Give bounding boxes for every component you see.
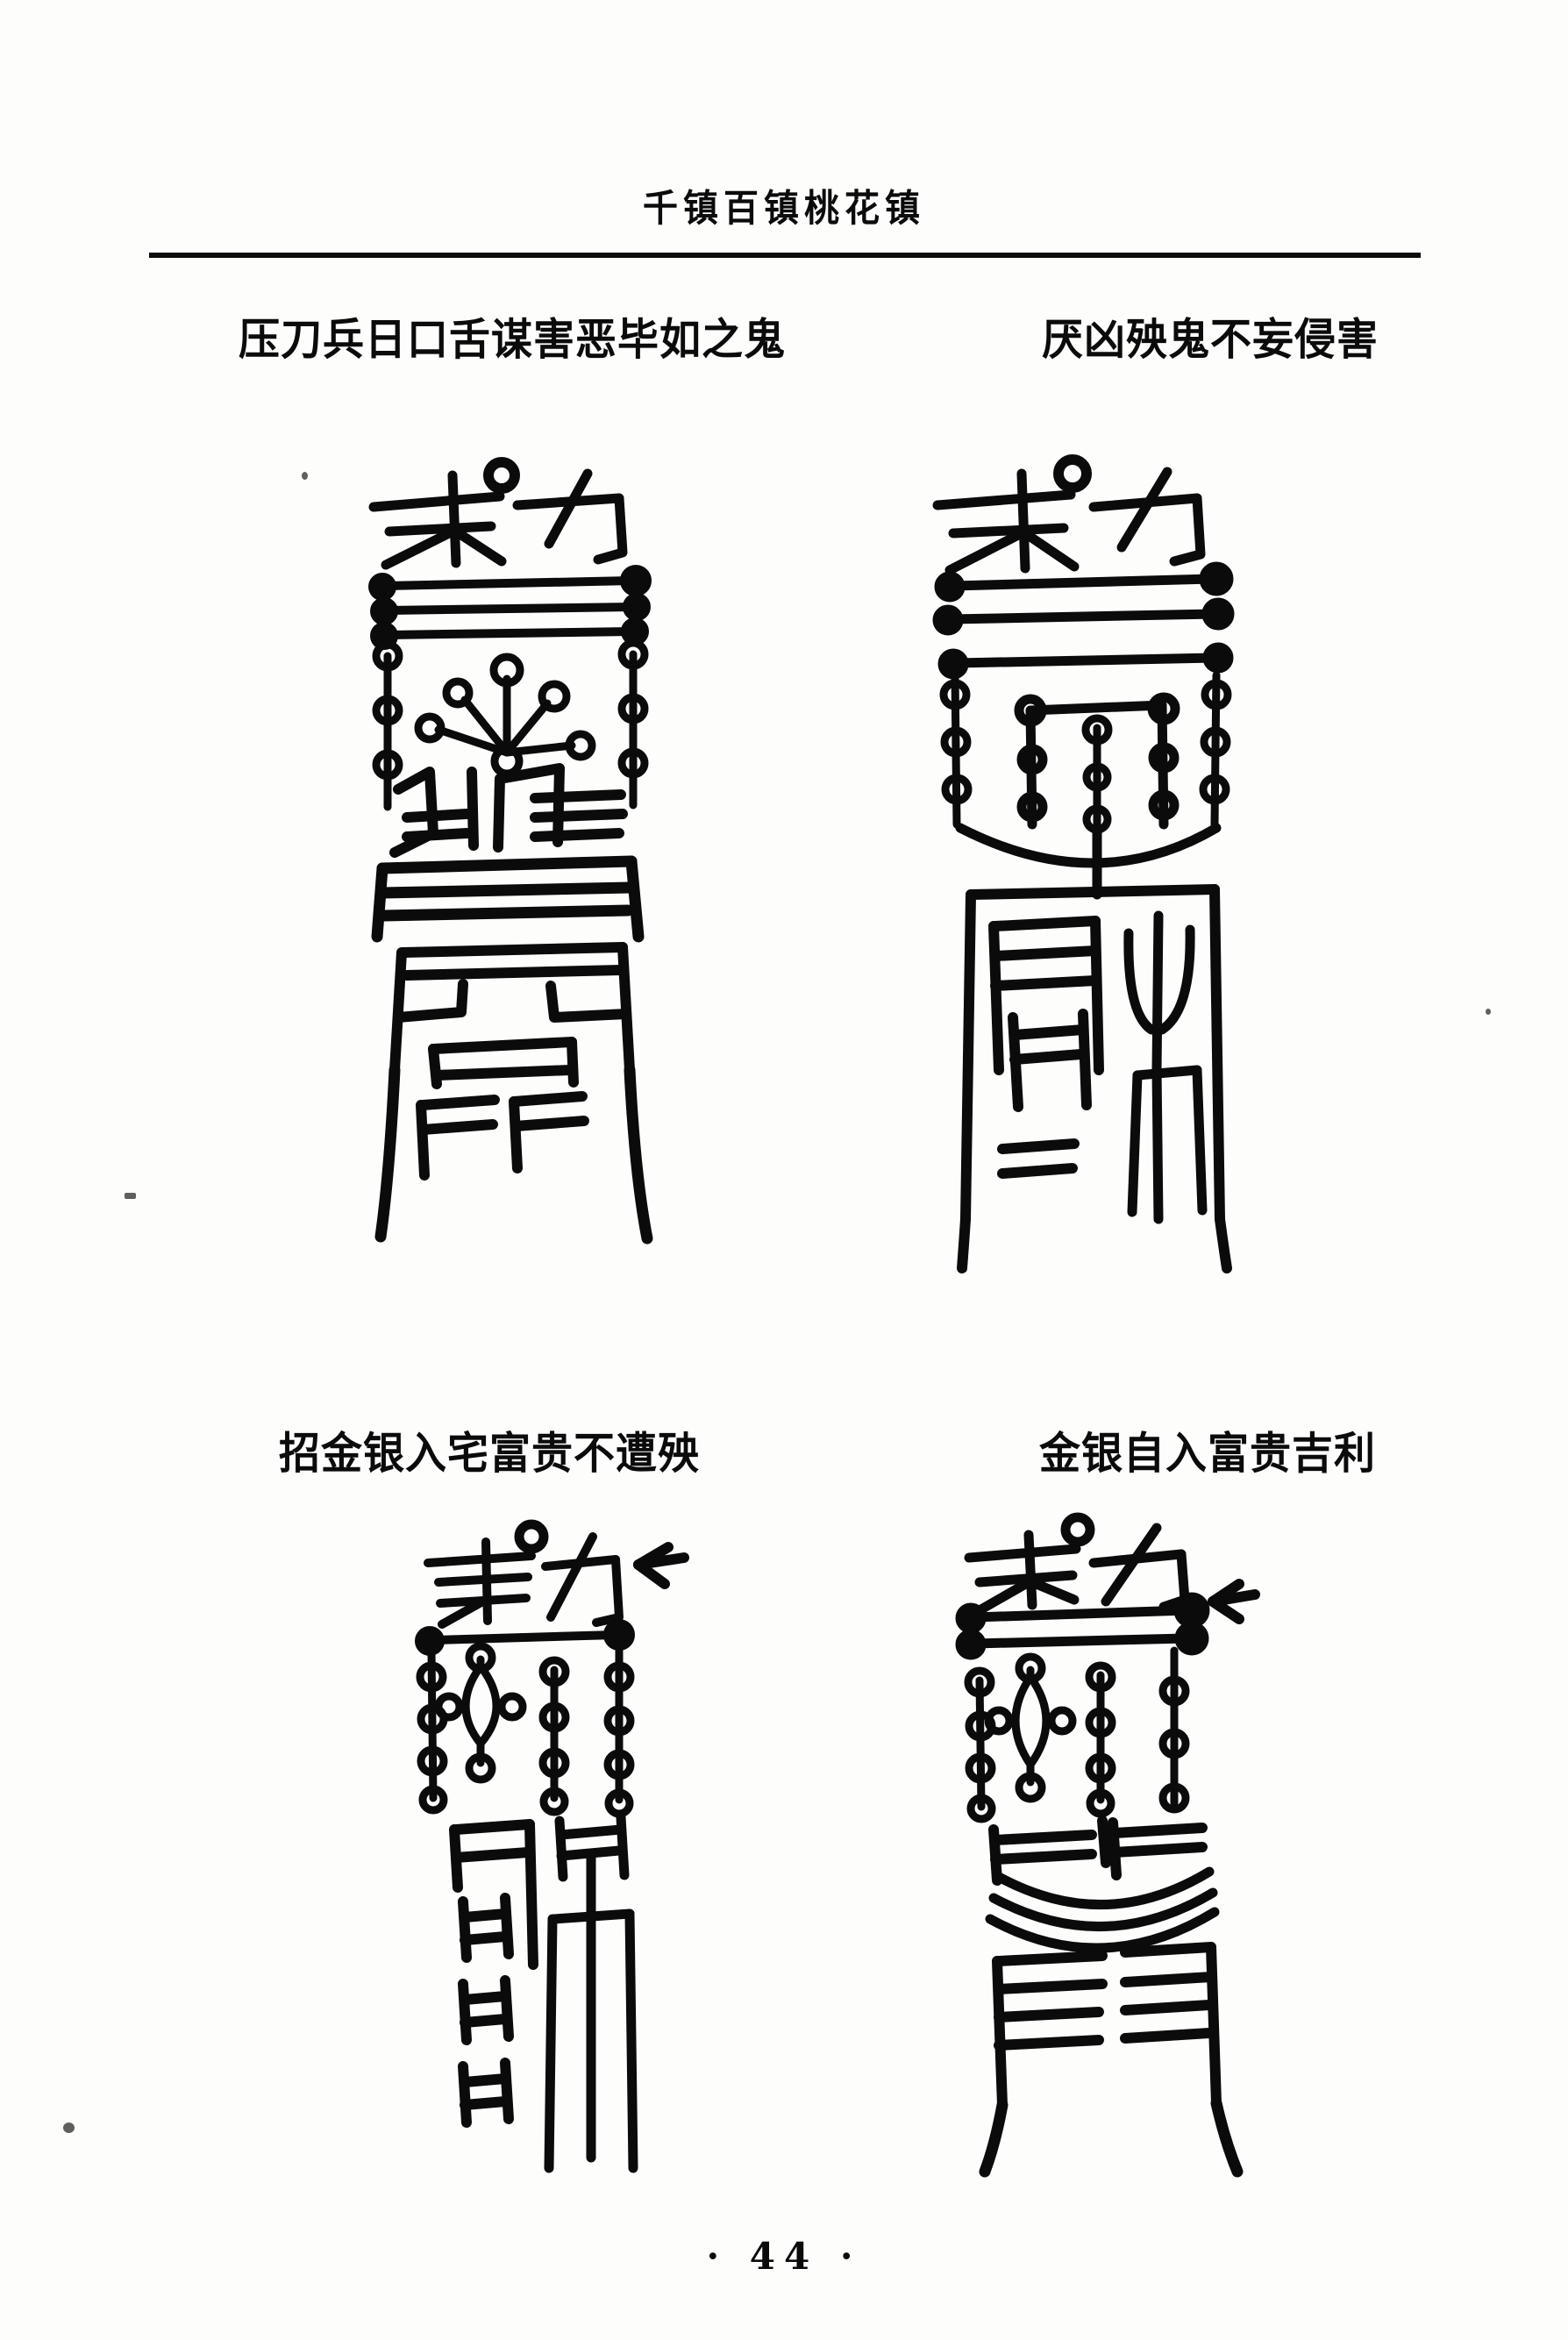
scan-speckle — [1486, 1009, 1491, 1015]
talisman-caption-top-right: 厌凶殃鬼不妄侵害 — [1042, 314, 1379, 366]
talisman-caption-bottom-left: 招金银入宅富贵不遭殃 — [279, 1428, 700, 1480]
splayed-tail-legs — [979, 2097, 1244, 2178]
bead-chain-left — [964, 1666, 996, 1823]
running-header-title: 千镇百镇桃花镇 — [643, 186, 925, 231]
head-crossbars — [955, 1592, 1210, 1660]
talisman-figure-top-left — [368, 456, 666, 1272]
bead-chain-far-right — [1199, 671, 1232, 829]
talisman-figure-top-right — [932, 454, 1250, 1273]
chi-ling-head-icon — [932, 454, 1206, 575]
chi-ling-head-icon — [368, 457, 628, 570]
chi-ling-head-icon — [424, 1519, 624, 1629]
arrow-left-icon — [633, 1542, 689, 1589]
bead-chain-left — [416, 1648, 448, 1815]
mid-bar-glyph — [988, 1816, 1208, 1886]
stacked-H-glyphs — [458, 1893, 514, 2128]
tail-legs — [957, 1214, 1232, 1273]
body-box — [960, 884, 1225, 1224]
talisman-figure-bottom-left — [415, 1509, 710, 2175]
bead-chain-far-left — [939, 671, 973, 829]
scan-speckle — [125, 1193, 136, 1199]
diamond-bead-motif — [984, 1652, 1077, 1803]
talisman-figure-bottom-right — [955, 1509, 1267, 2178]
right-comb-glyph — [1120, 1942, 1222, 2108]
diamond-bead-motif — [434, 1642, 527, 1784]
head-crossbars — [932, 561, 1235, 636]
bead-chain-middle — [1085, 1661, 1116, 1818]
upper-bar-with-chains — [937, 642, 1234, 680]
header-rule — [149, 253, 1421, 258]
bead-chain-middle — [538, 1656, 570, 1816]
triple-arc — [985, 1866, 1220, 1953]
bead-chain-left — [372, 640, 403, 811]
arrow-left-icon — [1208, 1579, 1260, 1624]
inner-bracket-with-beads — [1014, 692, 1180, 830]
talisman-caption-top-left: 压刀兵日口舌谋害恶毕如之鬼 — [239, 314, 786, 366]
body-ladder-glyphs — [389, 763, 628, 858]
mid-band — [371, 855, 645, 943]
arc-and-stem — [955, 823, 1222, 900]
bead-chain-right — [1158, 1646, 1190, 1814]
chi-ling-head-icon — [964, 1512, 1190, 1616]
head-crossbar — [415, 1619, 635, 1656]
body-left-comb-glyph — [988, 916, 1104, 1179]
flared-tail-legs — [374, 1064, 653, 1245]
scan-speckle — [63, 2122, 75, 2133]
left-zigzag-glyph — [449, 1819, 538, 1970]
right-box-tail — [544, 1812, 638, 2173]
starburst-motif — [414, 653, 596, 778]
head-crossbars — [368, 565, 652, 650]
tail-glyphs — [416, 1037, 589, 1181]
lower-frame — [389, 942, 635, 1075]
scan-speckle — [302, 472, 308, 480]
center-bead-stem — [1081, 714, 1113, 834]
talisman-caption-bottom-right: 金银自入富贵吉利 — [1039, 1428, 1376, 1480]
bead-chain-right — [617, 639, 649, 810]
bead-chain-right — [603, 1643, 635, 1818]
body-right-trident-glyph — [1123, 910, 1208, 1224]
page-number: · 44 · — [706, 2235, 862, 2278]
left-comb-glyph — [992, 1951, 1108, 2110]
